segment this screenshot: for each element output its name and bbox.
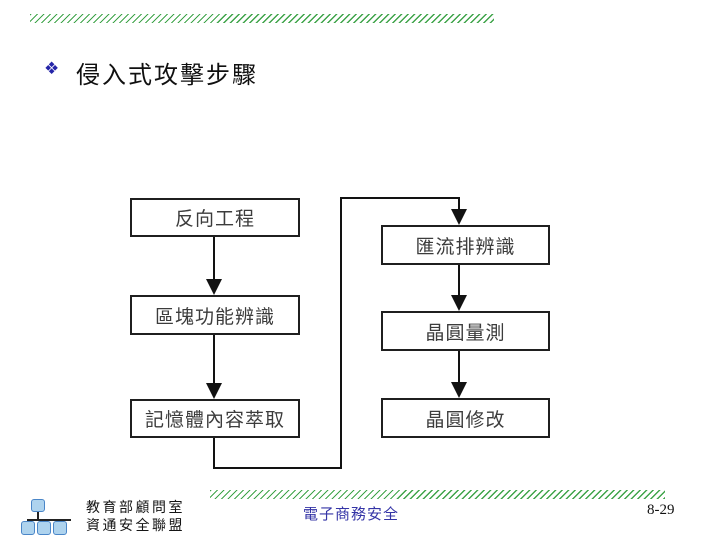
footer-title: 電子商務安全 [303,507,400,523]
logo-text-line-2: 資通安全聯盟 [86,519,185,534]
flow-arrow-1-head-icon [206,279,222,295]
logo-node-child-2 [37,521,51,535]
bottom-border-hatch-decoration [210,490,665,499]
flow-arrow-4-head-icon [451,295,467,311]
page-title: 侵入式攻擊步驟 [76,63,258,89]
flow-node-wafer-modification: 晶圓修改 [381,398,550,438]
logo-connector-horizontal [27,519,71,521]
flow-connector-segment-down [213,438,215,469]
diamond-bullet-icon: ❖ [44,59,60,78]
flow-arrow-3-head-icon [451,209,467,225]
logo-text: 教育部顧問室 資通安全聯盟 [86,500,185,536]
flow-arrow-4-stem [458,265,460,297]
flow-arrow-5-head-icon [451,382,467,398]
flow-node-wafer-measurement: 晶圓量測 [381,311,550,351]
flow-connector-segment-right-bottom [213,467,342,469]
flow-node-reverse-engineering: 反向工程 [130,198,300,237]
logo-node-child-3 [53,521,67,535]
flow-connector-segment-right-top [340,197,460,199]
flow-node-bus-identification: 匯流排辨識 [381,225,550,265]
flow-node-block-function-identification: 區塊功能辨識 [130,295,300,335]
org-chart-logo-icon [20,498,80,540]
flow-arrow-1-stem [213,237,215,281]
flow-arrow-3-stem [458,197,460,211]
flow-connector-segment-riser [340,197,342,469]
flow-node-memory-content-extraction: 記憶體內容萃取 [130,399,300,438]
logo-node-top [31,499,45,512]
logo-node-child-1 [21,521,35,535]
top-border-hatch-decoration [30,14,494,23]
logo-text-line-1: 教育部顧問室 [86,501,185,516]
logo-connector-vertical [37,512,39,520]
page-number: 8-29 [647,502,675,518]
flow-arrow-5-stem [458,351,460,384]
flow-arrow-2-head-icon [206,383,222,399]
flow-arrow-2-stem [213,335,215,384]
